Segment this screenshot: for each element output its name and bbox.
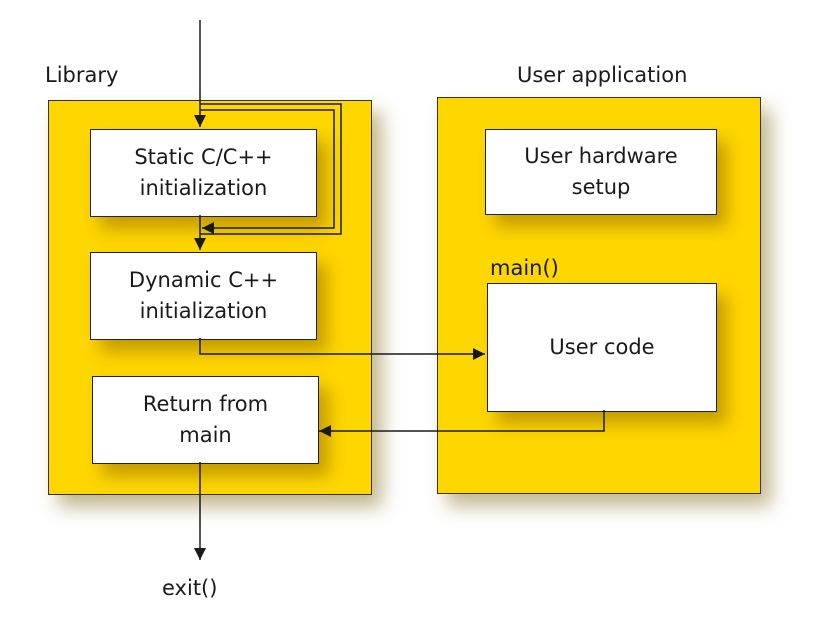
- hardware-setup-box: User hardware setup: [485, 129, 717, 215]
- main-label: main(): [490, 256, 559, 280]
- library-title: Library: [45, 63, 119, 87]
- user-code-box: User code: [487, 283, 717, 412]
- exit-label: exit(): [162, 576, 218, 600]
- static-loop-arrow: [200, 109, 335, 234]
- usercode-to-return-arrow: [319, 410, 605, 437]
- dynamic-init-box: Dynamic C++ initialization: [90, 252, 317, 340]
- user-app-title: User application: [517, 63, 688, 87]
- static-outer-line: [200, 103, 342, 235]
- static-init-box: Static C/C++ initialization: [90, 129, 317, 217]
- return-main-box: Return from main: [92, 376, 319, 464]
- dynamic-to-usercode-arrow: [199, 338, 485, 360]
